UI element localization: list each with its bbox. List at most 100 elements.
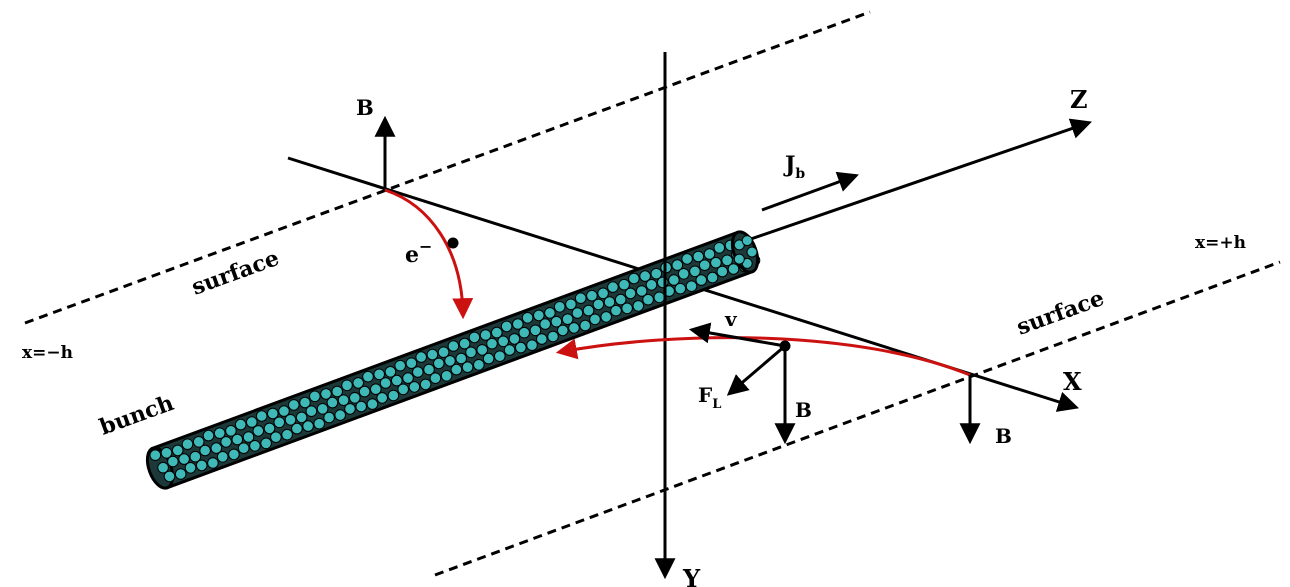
bunch-particle	[497, 335, 510, 348]
bunch-particle	[171, 444, 184, 457]
bunch-particle	[344, 403, 356, 415]
bunch-particle	[376, 392, 389, 404]
bunch-particle	[260, 437, 272, 450]
bunch-particle	[433, 357, 445, 370]
bunch-particle	[450, 363, 463, 376]
bunch-particle	[600, 311, 613, 323]
bunch-particle	[568, 322, 580, 334]
bunch-particle	[733, 253, 745, 265]
bunch-particle	[482, 352, 495, 365]
force-label-main: F	[698, 383, 712, 407]
bunch-particle	[242, 431, 255, 443]
bunch-particle	[207, 457, 219, 469]
bunch-particle	[379, 377, 392, 389]
bunch-particle	[370, 383, 382, 396]
bunch-particle	[698, 259, 711, 272]
bunch-particle	[174, 468, 187, 480]
bunch-particle	[341, 379, 353, 392]
bunch-particle	[313, 417, 326, 430]
current-arrow	[761, 171, 859, 212]
bunch-particle	[533, 309, 545, 322]
bunch-particle	[157, 461, 169, 474]
field-b-label-mid: B	[795, 398, 812, 422]
bunch-particle	[167, 455, 179, 468]
bunch-particle	[650, 267, 663, 280]
bunch-particle	[671, 259, 684, 271]
bunch-particle	[579, 319, 592, 332]
electron-label-sup: −	[419, 237, 432, 256]
bunch-particle	[437, 346, 450, 359]
bunch-particle	[394, 359, 407, 372]
bunch-particle	[632, 300, 645, 312]
bunch-particle	[479, 329, 492, 341]
bunch-particle	[323, 411, 335, 424]
bunch-particle	[397, 383, 410, 396]
bunch-particle	[681, 253, 693, 265]
bunch-particle	[291, 422, 303, 435]
bunch-particle	[628, 272, 640, 285]
bunch-particle	[408, 381, 421, 393]
bunch-particle	[249, 440, 261, 452]
bunch-particle	[635, 285, 648, 297]
field-b-label-top: B	[356, 95, 374, 120]
bunch-particle	[468, 331, 481, 344]
field-b-label-right: B	[995, 424, 1012, 448]
bunch-particle	[589, 313, 601, 326]
bunch-particle	[299, 396, 311, 409]
bunch-particle	[653, 291, 666, 304]
bunch-particle	[246, 416, 258, 428]
bunch-particle	[149, 449, 162, 462]
bunch-particle	[216, 451, 229, 463]
bunch-particle	[703, 248, 716, 260]
bunch-particle	[202, 429, 215, 442]
bunch-particle	[373, 368, 386, 381]
bunch-particle	[689, 265, 701, 278]
surface-line-left	[24, 10, 871, 325]
bunch-particle	[491, 326, 503, 339]
axis-z-label: Z	[1070, 85, 1088, 114]
bunch-particle	[674, 282, 687, 295]
force-label-sub: L	[712, 397, 721, 412]
bunch-particle	[231, 433, 244, 446]
bunch-particle	[316, 403, 329, 415]
bunch-particle	[518, 326, 531, 339]
axis-y-label: Y	[682, 564, 701, 587]
bunch-particle	[160, 447, 173, 459]
electron-dot	[447, 237, 459, 249]
bunch-particle	[352, 377, 365, 389]
bunch-particle	[334, 409, 347, 421]
bunch-particle	[305, 405, 318, 418]
bunch-particle	[184, 462, 197, 474]
force-arrow	[726, 344, 786, 396]
bunch-particle	[692, 250, 705, 263]
bunch-particle	[225, 425, 237, 437]
bunch-particle	[727, 263, 740, 275]
bunch-particle	[195, 459, 208, 472]
bunch-particle	[521, 312, 534, 324]
bunch-particle	[309, 390, 321, 403]
bunch-particle	[536, 333, 548, 345]
bunch-particle	[234, 418, 247, 431]
bunch-particle	[512, 318, 524, 330]
bunch-particle	[557, 324, 569, 337]
bunch-particle	[355, 400, 368, 413]
bunch-particle	[270, 431, 282, 444]
bunch-particle	[695, 274, 708, 286]
bunch-particle	[561, 313, 574, 326]
bunch-particle	[295, 411, 308, 424]
bunch-particle	[668, 274, 680, 286]
surface-line-right	[434, 260, 1281, 577]
bunch-particle	[189, 450, 202, 463]
bunch-particle	[550, 315, 563, 328]
bunch-particle	[220, 436, 232, 448]
bunch-particle	[473, 359, 485, 371]
bunch-particle	[539, 318, 552, 330]
bunch-particle	[192, 436, 205, 448]
bunch-particle	[677, 268, 690, 280]
electron-trajectory	[384, 188, 474, 320]
bunch-particle	[547, 330, 559, 343]
bunch-particle	[529, 324, 542, 337]
bunch-particle	[349, 392, 361, 404]
bunch-particle	[273, 416, 286, 429]
